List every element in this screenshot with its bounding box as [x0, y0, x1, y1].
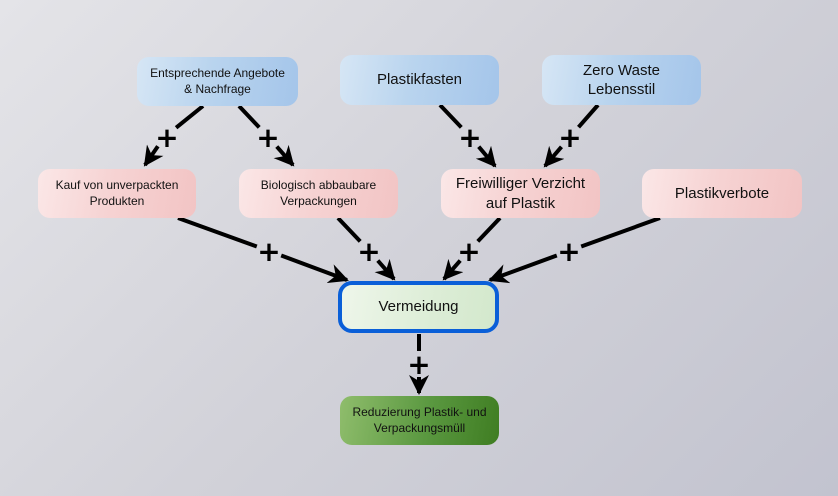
edge-arrow [143, 144, 164, 167]
edge-arrow [488, 253, 558, 284]
edge-kauf-to-vermeidung: + [177, 216, 349, 284]
node-biologisch-abbaubar[interactable]: Biologisch abbaubare Verpackungen [239, 169, 398, 218]
edge-plastikfasten-to-verzicht: + [438, 103, 497, 168]
edge-zerowaste-to-verzicht: + [543, 103, 600, 168]
edge-line [577, 103, 600, 129]
edge-line [237, 104, 261, 129]
edge-angebote-to-kauf: + [143, 104, 205, 167]
node-vermeidung[interactable]: Vermeidung [338, 281, 499, 333]
edge-angebote-to-bio: + [237, 104, 295, 167]
node-reduzierung-plastikmuell[interactable]: Reduzierung Plastik- und Verpackungsmüll [340, 396, 499, 445]
edge-bio-to-vermeidung: + [336, 216, 396, 281]
node-zero-waste[interactable]: Zero Waste Lebensstil [542, 55, 701, 105]
plus-sign: + [256, 121, 279, 154]
edge-vermeidung-to-reduzierung: + [407, 334, 431, 395]
plus-sign: + [458, 121, 481, 154]
node-plastikfasten[interactable]: Plastikfasten [340, 55, 499, 105]
plus-sign: + [155, 121, 178, 154]
edge-verbote-to-vermeidung: + [488, 216, 661, 284]
edge-line [177, 216, 258, 249]
node-kauf-unverpackt[interactable]: Kauf von unverpackten Produkten [38, 169, 196, 218]
plus-sign: + [457, 235, 480, 268]
plus-sign: + [257, 235, 280, 268]
edge-line [336, 216, 362, 243]
edge-arrow [280, 253, 349, 284]
node-entsprechende-angebote[interactable]: Entsprechende Angebote & Nachfrage [137, 57, 298, 106]
edge-arrow [543, 145, 565, 168]
node-plastikverbote[interactable]: Plastikverbote [642, 169, 802, 218]
plus-sign: + [407, 348, 430, 381]
node-freiwilliger-verzicht[interactable]: Freiwilliger Verzicht auf Plastik [441, 169, 600, 218]
plus-sign: + [357, 235, 380, 268]
edge-verzicht-to-vermeidung: + [442, 216, 502, 281]
edge-line [580, 216, 661, 249]
edge-arrow [442, 258, 464, 281]
edge-line [174, 104, 205, 130]
edge-line [476, 216, 502, 243]
edge-arrow [273, 144, 295, 167]
plus-sign: + [558, 121, 581, 154]
edge-line [438, 103, 463, 129]
plus-sign: + [557, 235, 580, 268]
edge-arrow [374, 258, 396, 281]
edge-arrow [475, 145, 497, 168]
